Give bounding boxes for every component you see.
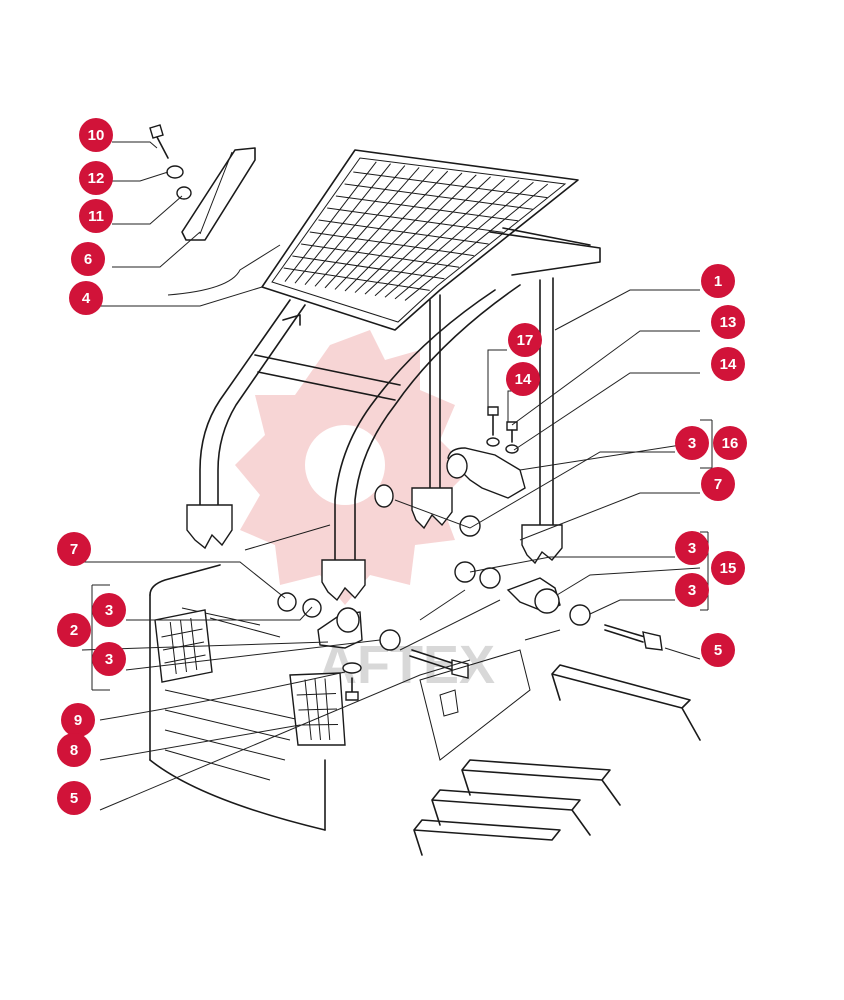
callout-11: 11 bbox=[79, 199, 113, 233]
callout-3b: 3 bbox=[675, 531, 709, 565]
callout-7a: 7 bbox=[701, 467, 735, 501]
lamp-left bbox=[154, 609, 213, 683]
bolt-5-right bbox=[604, 624, 663, 651]
callout-1: 1 bbox=[701, 264, 735, 298]
callout-label: 3 bbox=[688, 540, 696, 557]
callout-16: 16 bbox=[713, 426, 747, 460]
callout-9: 9 bbox=[61, 703, 95, 737]
callout-12: 12 bbox=[79, 161, 113, 195]
callout-label: 7 bbox=[70, 541, 78, 558]
callout-10: 10 bbox=[79, 118, 113, 152]
callout-label: 17 bbox=[517, 332, 534, 349]
callout-3c: 3 bbox=[675, 573, 709, 607]
callout-label: 11 bbox=[88, 208, 104, 225]
callout-label: 12 bbox=[88, 170, 105, 187]
callout-label: 5 bbox=[70, 790, 78, 807]
ladder-frame bbox=[186, 227, 601, 602]
callout-2: 2 bbox=[57, 613, 91, 647]
callout-3d: 3 bbox=[92, 593, 126, 627]
bolt-small bbox=[345, 677, 359, 701]
callout-label: 15 bbox=[720, 560, 737, 577]
bolts-17-14 bbox=[486, 406, 519, 454]
callout-label: 8 bbox=[70, 742, 78, 759]
callout-label: 10 bbox=[88, 127, 105, 144]
bushings bbox=[277, 484, 591, 651]
nut-12 bbox=[166, 165, 184, 179]
washer-11 bbox=[176, 186, 192, 200]
callout-14b: 14 bbox=[711, 347, 745, 381]
callout-label: 2 bbox=[70, 622, 78, 639]
hinge-block-lower-right bbox=[506, 577, 561, 614]
callout-label: 14 bbox=[720, 356, 737, 373]
callout-label: 14 bbox=[515, 371, 532, 388]
callout-label: 1 bbox=[714, 273, 722, 290]
callout-3e: 3 bbox=[92, 642, 126, 676]
callout-8: 8 bbox=[57, 733, 91, 767]
callout-label: 9 bbox=[74, 712, 82, 729]
callout-4: 4 bbox=[69, 281, 103, 315]
bolt-10 bbox=[149, 124, 169, 159]
hinge-block-lower-left bbox=[317, 607, 363, 649]
callout-label: 6 bbox=[84, 251, 92, 268]
watermark-gear-icon bbox=[235, 330, 470, 605]
callout-3a: 3 bbox=[675, 426, 709, 460]
callout-5b: 5 bbox=[57, 781, 91, 815]
callout-14a: 14 bbox=[506, 362, 540, 396]
vehicle-body bbox=[149, 524, 701, 856]
lamp-right bbox=[289, 672, 346, 746]
washer-9 bbox=[342, 662, 362, 674]
callout-label: 4 bbox=[82, 290, 91, 307]
callout-5a: 5 bbox=[701, 633, 735, 667]
callout-label: 5 bbox=[714, 642, 722, 659]
callout-17: 17 bbox=[508, 323, 542, 357]
callout-15: 15 bbox=[711, 551, 745, 585]
hinge-block-upper bbox=[446, 447, 526, 499]
callout-7b: 7 bbox=[57, 532, 91, 566]
step-grating bbox=[261, 149, 579, 331]
callout-label: 16 bbox=[722, 435, 739, 452]
callout-label: 3 bbox=[105, 602, 113, 619]
callout-label: 13 bbox=[720, 314, 737, 331]
callout-13: 13 bbox=[711, 305, 745, 339]
callout-6: 6 bbox=[71, 242, 105, 276]
callout-label: 3 bbox=[105, 651, 113, 668]
callout-label: 3 bbox=[688, 435, 696, 452]
callout-label: 7 bbox=[714, 476, 722, 493]
side-bracket bbox=[181, 147, 256, 241]
callouts: 10 12 11 6 4 1 13 17 14 14 3 16 7 7 3 15 3 5 3 2 3 9 8 5 bbox=[57, 118, 747, 815]
callout-label: 3 bbox=[688, 582, 696, 599]
